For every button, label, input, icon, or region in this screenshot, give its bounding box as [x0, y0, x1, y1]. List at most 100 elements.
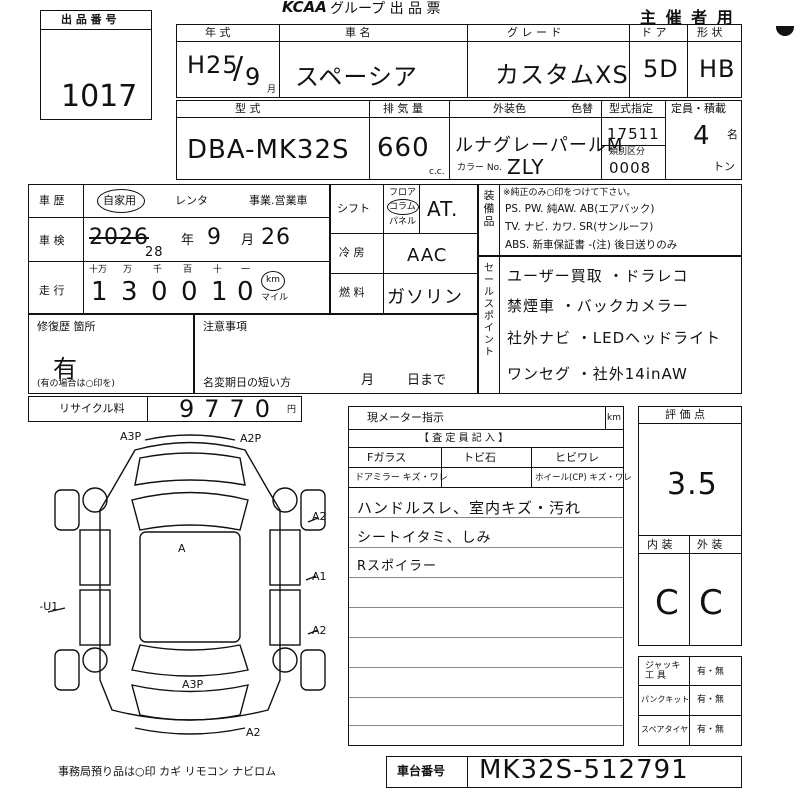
mark-right-1: A2 [312, 510, 327, 523]
inspection-year: 2026 [89, 225, 149, 250]
inspection-year-correction: 28 [145, 245, 164, 260]
digit-label-5: 一 [241, 265, 251, 275]
right-rear-door [269, 589, 301, 646]
deadline-day-unit: 日まで [407, 373, 447, 388]
door-value: 5D [643, 55, 679, 83]
car-rear-window [131, 644, 249, 677]
km-circle [261, 271, 285, 291]
jack-value: 有・無 [697, 667, 725, 677]
capacity-value: 4 [693, 121, 711, 151]
meter-unit: km [607, 413, 621, 423]
exterior-grade: C [699, 583, 724, 623]
ac-label: 冷 房 [339, 246, 365, 259]
left-rear-fender [54, 649, 80, 691]
left-front-door [79, 529, 111, 586]
tools-box: ジャッキ 工 具 有・無 パンクキット 有・無 スペアタイヤ 有・無 [638, 656, 742, 746]
right-rear-wheel [272, 647, 298, 673]
sales-point-1: ユーザー買取 ・ドラレコ [507, 267, 689, 285]
recycle-unit: 円 [287, 405, 297, 415]
car-windshield [131, 491, 249, 531]
wheel-label: ホイール(CP) キズ・ワレ [535, 473, 632, 483]
front-bumper [144, 434, 236, 441]
evaluation-label: 評 価 点 [665, 408, 705, 421]
history-circle [97, 189, 145, 213]
fuel-value: ガソリン [387, 287, 463, 308]
capacity-unit: 名 [727, 128, 738, 141]
lot-number: 1017 [61, 79, 138, 114]
shape-value: HB [699, 55, 736, 83]
mark-front-right: A2P [240, 432, 262, 445]
repair-note: (有の場合は○印を) [37, 379, 115, 389]
shape-label: 形 状 [697, 26, 723, 39]
km-label: km [266, 275, 280, 285]
inspector-comment-3: Rスポイラー [357, 559, 438, 574]
mark-right-2: A1 [312, 570, 327, 583]
repair-value: 有 [53, 355, 78, 383]
digit-label-3: 百 [183, 265, 193, 275]
mileage-digit-3: 0 [181, 277, 199, 307]
digit-label-4: 十 [213, 265, 223, 275]
mark-right-3: A2 [312, 624, 327, 637]
sales-points-label: セールスポイント [484, 263, 494, 358]
car-trunk [131, 684, 249, 721]
cc-unit: c.c. [429, 167, 445, 177]
mileage-digit-2: 0 [151, 277, 169, 307]
left-front-wheel [82, 487, 108, 513]
notes-box: 注意事項 名変期日の短い方 月 日まで [194, 314, 478, 394]
equipment-line-3: ABS. 新車保証書 -(注) 後日送りのみ [505, 239, 678, 251]
mark-rear: A2 [246, 726, 261, 739]
notes-label: 注意事項 [203, 320, 247, 333]
equipment-line-1: PS. PW. 純AW. AB(エアバック) [505, 203, 655, 215]
door-label: ド ア [641, 26, 667, 39]
inspector-box: 現メーター指示 km 【 査 定 員 記 入 】 Fガラス トビ石 ヒビワレ ド… [348, 406, 632, 746]
exterior-label: 外 装 [697, 538, 723, 551]
sales-point-4: ワンセグ ・社外14inAW [507, 365, 688, 383]
lot-number-box: 出 品 番 号 1017 [40, 10, 152, 120]
recycle-box: リサイクル料 9770 円 [28, 395, 302, 423]
inspector-header: 【 査 定 員 記 入 】 [419, 433, 509, 444]
left-rear-door [79, 589, 111, 646]
shift-option-column: コラム [389, 202, 416, 212]
inspection-label: 車 検 [39, 234, 65, 247]
history-option-rental: レンタ [175, 194, 208, 207]
organizer-label: 主 催 者 用 [640, 8, 735, 27]
evaluation-score: 3.5 [667, 467, 718, 502]
right-front-fender [300, 489, 326, 531]
inspection-day: 26 [261, 225, 291, 250]
mark-roof: A [178, 542, 186, 555]
shift-value: AT. [427, 197, 459, 221]
month-unit: 月 [267, 85, 277, 95]
sales-point-2: 禁煙車 ・バックカメラー [507, 297, 689, 315]
type-spec-label: 型式指定 [609, 102, 653, 115]
sales-point-3: 社外ナビ ・LEDヘッドライト [507, 329, 722, 347]
meter-label: 現メーター指示 [367, 411, 444, 424]
left-front-fender [54, 489, 80, 531]
chassis-label: 車台番号 [397, 764, 446, 778]
fuel-label: 燃 料 [339, 286, 365, 299]
vehicle-info-grid: 車 歴 自家用 レンタ 事業.営業車 車 検 2026 28 年 9 月 26 … [28, 184, 330, 314]
car-body-outline [99, 441, 281, 721]
name-label: 車 名 [345, 26, 371, 39]
sales-points-box: セールスポイント ユーザー買取 ・ドラレコ 禁煙車 ・バックカメラー 社外ナビ … [478, 256, 742, 394]
repair-label: 修復歴 箇所 [37, 320, 96, 333]
mileage-digit-1: 3 [121, 277, 139, 307]
right-rear-fender [300, 649, 326, 691]
shift-column-circle [387, 199, 419, 215]
interior-grade: C [655, 583, 680, 623]
shift-ac-fuel-grid: シフト フロア コラム パネル AT. 冷 房 AAC 燃 料 ガソリン [330, 184, 478, 314]
recycle-label: リサイクル料 [59, 402, 125, 415]
spare-value: 有・無 [697, 725, 725, 735]
interior-label: 内 装 [647, 538, 673, 551]
history-option-private: 自家用 [103, 194, 136, 207]
mileage-digit-4: 1 [211, 277, 229, 307]
shift-option-panel: パネル [389, 217, 417, 227]
mileage-digit-5: 0 [237, 277, 255, 307]
year-value: H25 [187, 51, 239, 79]
lot-number-label: 出 品 番 号 [61, 13, 117, 26]
model-label: 型 式 [235, 102, 261, 115]
year-label: 年 式 [205, 26, 231, 39]
equipment-note: ※純正のみ○印をつけて下さい。 [503, 188, 636, 198]
glass-crack: ヒビワレ [555, 451, 599, 464]
load-unit: トン [713, 160, 735, 173]
mile-label: マイル [261, 293, 289, 303]
